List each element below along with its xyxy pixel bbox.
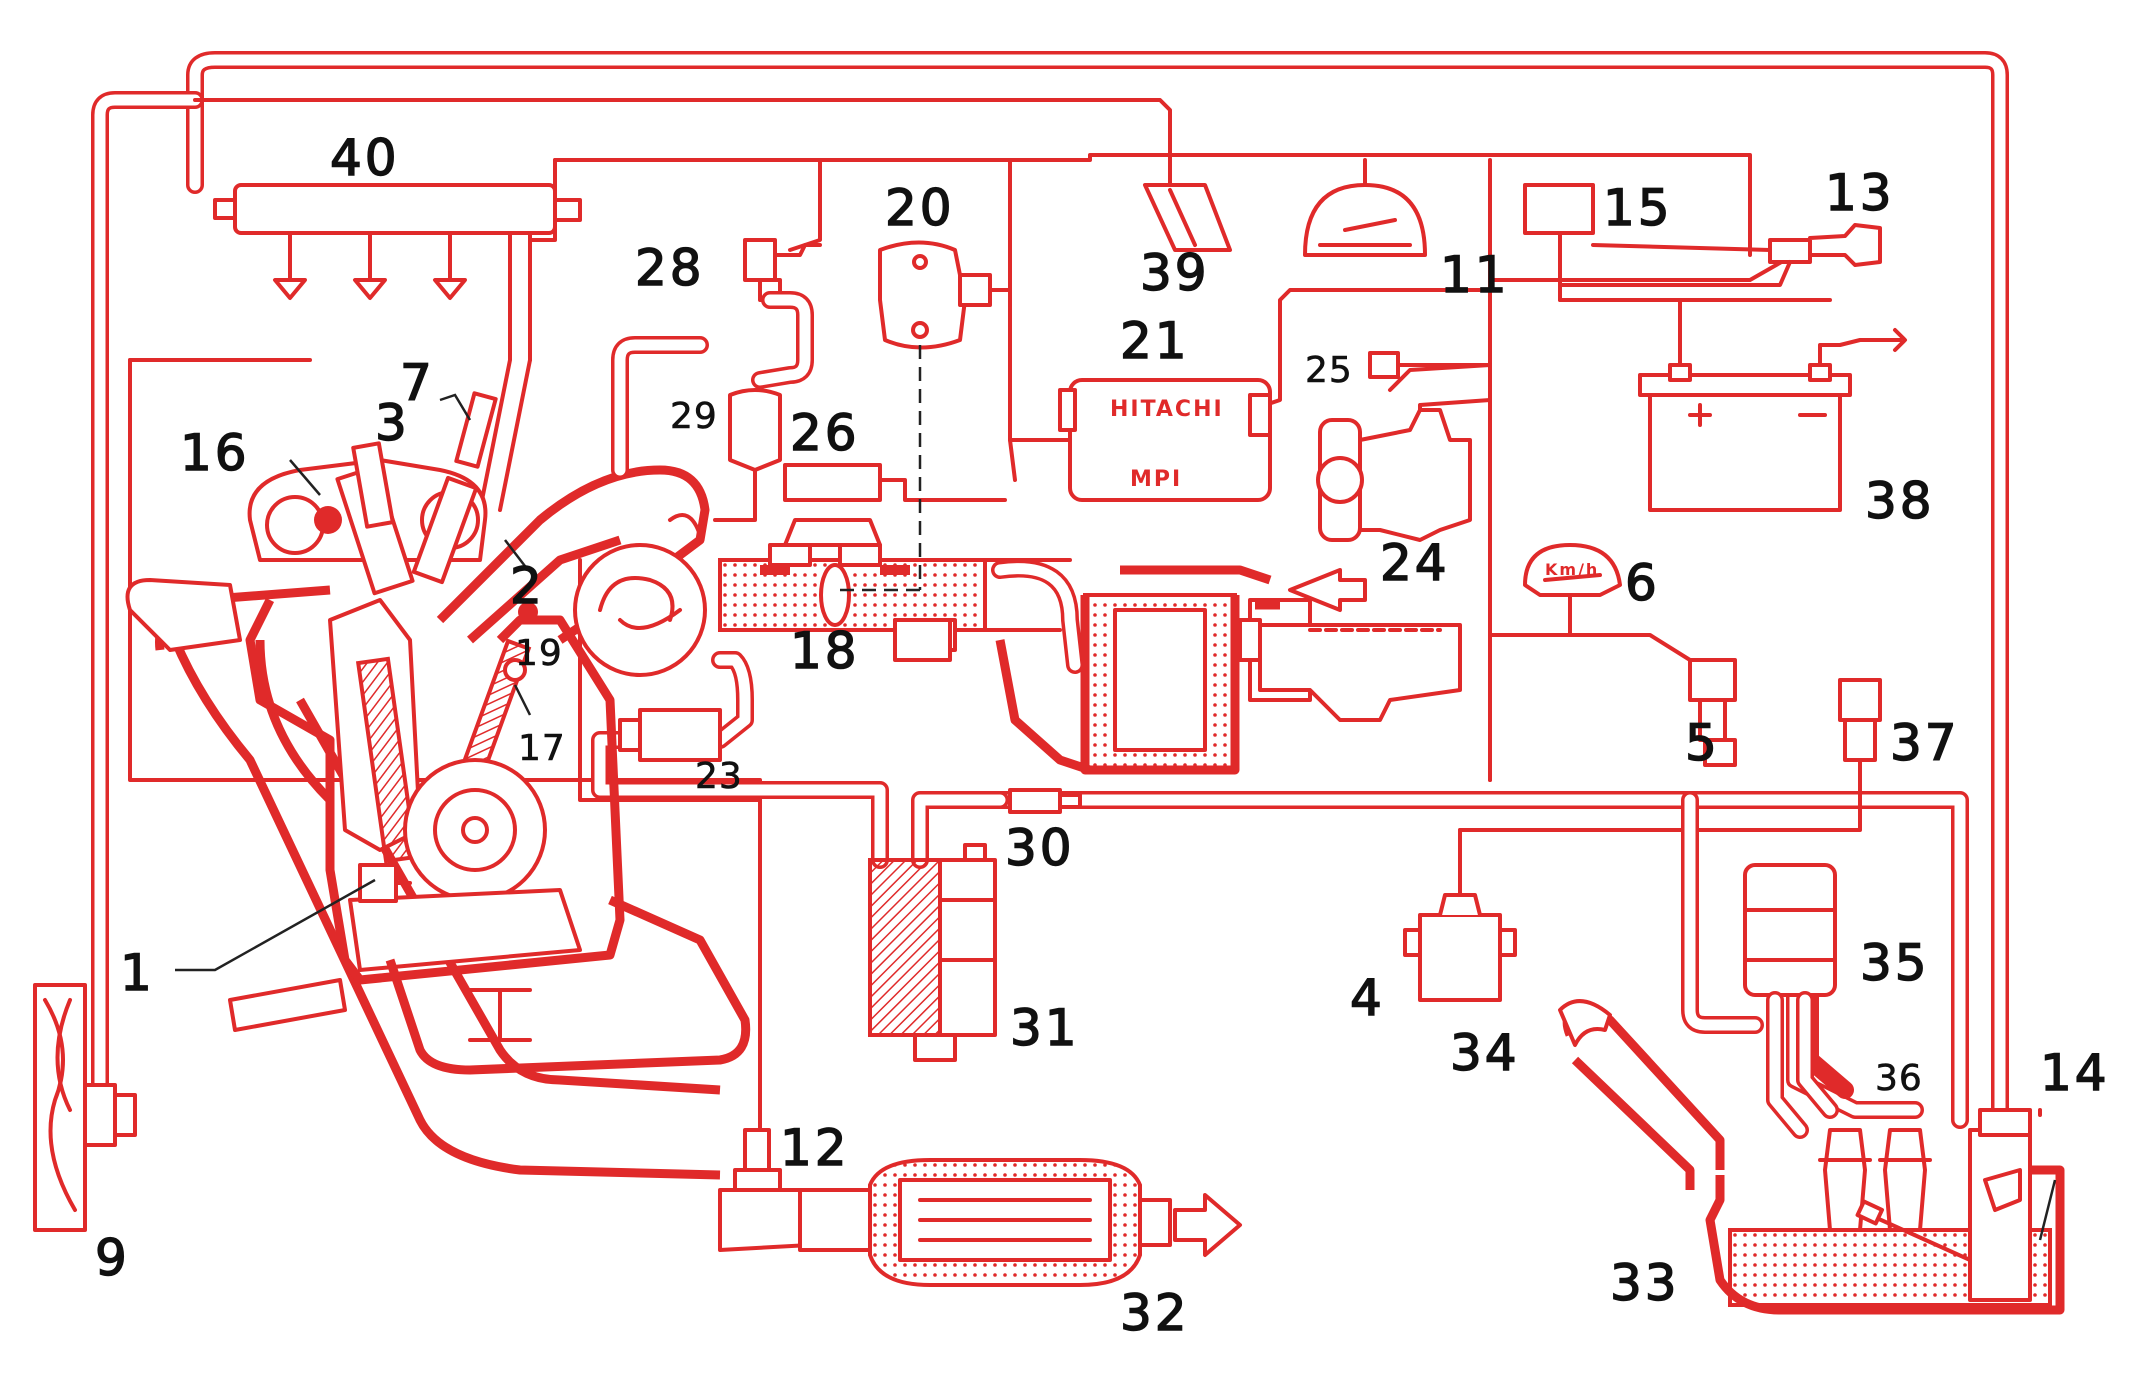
label-38: 38 [1865, 472, 1935, 530]
air-filter-assembly [991, 408, 1472, 775]
label-23: 23 [695, 756, 743, 797]
relay-4 [1403, 878, 1517, 1002]
label-31: 31 [1010, 999, 1080, 1057]
label-20: 20 [885, 179, 955, 237]
label-39: 39 [1140, 244, 1210, 302]
label-21: 21 [1120, 312, 1190, 370]
label-11: 11 [1440, 246, 1510, 304]
engine-block [125, 391, 751, 1180]
label-1: 1 [120, 944, 155, 1002]
label-30: 30 [1005, 819, 1075, 877]
speed-sensors: Km/h [1523, 543, 1882, 767]
canister-31 [868, 788, 1082, 1062]
label-7: 7 [400, 354, 435, 412]
label-24: 24 [1380, 534, 1450, 592]
label-33: 33 [1610, 1254, 1680, 1312]
label-40: 40 [330, 129, 400, 187]
label-12: 12 [780, 1119, 850, 1177]
fuel-tank-assembly [1558, 863, 2065, 1315]
label-19: 19 [515, 633, 563, 674]
label-2: 2 [510, 557, 545, 615]
label-29: 29 [670, 396, 718, 437]
label-18: 18 [790, 622, 860, 680]
ecu-brand: HITACHI [1110, 397, 1224, 422]
label-26: 26 [790, 404, 860, 462]
label-13: 13 [1825, 164, 1895, 222]
leader-lines [175, 393, 2057, 1241]
label-14: 14 [2040, 1044, 2110, 1102]
label-16: 16 [180, 424, 250, 482]
dashboard-items [1143, 158, 1882, 379]
label-15: 15 [1603, 179, 1673, 237]
fan-9 [33, 983, 137, 1232]
label-5: 5 [1685, 714, 1720, 772]
intake-assembly [436, 238, 1072, 762]
label-17: 17 [518, 728, 566, 769]
label-9: 9 [95, 1229, 130, 1287]
ecu-model: MPI [1130, 467, 1182, 492]
label-35: 35 [1860, 934, 1930, 992]
label-6: 6 [1625, 554, 1660, 612]
callout-labels: 40 28 20 39 11 15 13 21 25 7 3 16 29 26 … [94, 128, 2110, 1343]
label-34: 34 [1450, 1024, 1520, 1082]
label-32: 32 [1120, 1284, 1190, 1342]
catalyst-32 [718, 1128, 1242, 1287]
label-28: 28 [635, 239, 705, 297]
ecu-21: HITACHI MPI [1008, 378, 1272, 502]
label-36: 36 [1875, 1058, 1923, 1099]
label-25: 25 [1305, 350, 1353, 391]
battery-38 [1638, 298, 1907, 512]
label-37: 37 [1890, 714, 1960, 772]
speedo-unit: Km/h [1545, 560, 1599, 579]
fuel-rail-40 [213, 183, 582, 512]
label-3: 3 [375, 394, 410, 452]
label-4: 4 [1350, 969, 1385, 1027]
